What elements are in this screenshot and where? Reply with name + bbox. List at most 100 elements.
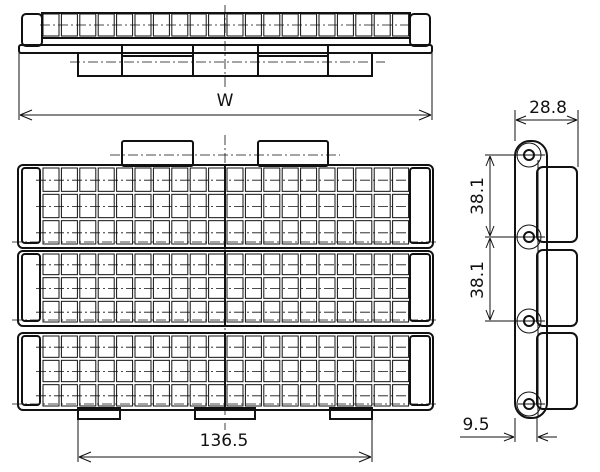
grid-cell [244, 359, 262, 383]
grid-cell [318, 193, 336, 219]
grid-cell [152, 277, 170, 299]
grid-cell [79, 359, 97, 383]
offset-label: 9.5 [462, 415, 489, 435]
grid-cell [336, 167, 354, 192]
grid-cell [189, 277, 207, 299]
grid-cell [281, 253, 299, 276]
grid-cell [189, 300, 207, 323]
grid-cell [263, 384, 281, 407]
grid-cell [60, 253, 78, 276]
module-right-edge [409, 335, 431, 406]
grid-cell [171, 167, 189, 192]
grid-cell [336, 384, 354, 407]
grid-cell [189, 193, 207, 219]
module-left-edge [21, 253, 41, 322]
pitch-dimension-arrows [485, 154, 529, 322]
grid-cell [318, 220, 336, 245]
grid-cell [281, 300, 299, 323]
grid-cell [318, 359, 336, 383]
grid-cell [208, 277, 226, 299]
grid-cell [336, 220, 354, 245]
grid-cell [300, 335, 318, 358]
grid-cell [79, 253, 97, 276]
grid-cell [226, 277, 244, 299]
grid-cell [373, 220, 391, 245]
grid-cell [208, 220, 226, 245]
pitch-label-1: 38.1 [468, 177, 488, 215]
grid-cell [244, 277, 262, 299]
grid-cell [226, 167, 244, 192]
grid-cell [318, 277, 336, 299]
grid-cell [152, 193, 170, 219]
grid-cell [152, 335, 170, 358]
grid-cell [226, 220, 244, 245]
grid-cell [336, 335, 354, 358]
grid-cell [244, 167, 262, 192]
grid-cell [79, 167, 97, 192]
grid-cell [355, 193, 373, 219]
module-left-edge [21, 335, 41, 406]
grid-cell [97, 277, 115, 299]
grid-cell [97, 335, 115, 358]
pitch-label-2: 38.1 [468, 261, 488, 299]
grid-cell [189, 335, 207, 358]
grid-cell [373, 384, 391, 407]
grid-cell [134, 277, 152, 299]
grid-cell [152, 359, 170, 383]
grid-cell [373, 359, 391, 383]
side-view: 28.838.138.19.5 [460, 98, 579, 442]
top-view-hinge [77, 45, 373, 77]
grid-cell [134, 359, 152, 383]
grid-cell [116, 359, 134, 383]
module-right-edge [409, 253, 431, 322]
grid-cell [226, 193, 244, 219]
module-right-edge [409, 167, 431, 244]
bottom-tab [77, 407, 121, 420]
top-tab [121, 140, 194, 167]
grid-cell [355, 300, 373, 323]
grid-cell [373, 253, 391, 276]
grid-cell [42, 253, 60, 276]
grid-cell [263, 193, 281, 219]
top-view-left-edge [21, 13, 43, 47]
grid-cell [336, 193, 354, 219]
grid-cell [42, 300, 60, 323]
grid-cell [318, 335, 336, 358]
grid-cell [336, 253, 354, 276]
grid-cell [373, 335, 391, 358]
grid-cell [152, 253, 170, 276]
grid-cell [300, 253, 318, 276]
width-label: W [217, 91, 234, 111]
grid-cell [226, 253, 244, 276]
grid-cell [281, 359, 299, 383]
grid-cell [97, 220, 115, 245]
grid-cell [208, 300, 226, 323]
top-view-rail [18, 44, 433, 54]
grid-cell [60, 167, 78, 192]
grid-cell [79, 335, 97, 358]
grid-cell [134, 384, 152, 407]
grid-cell [97, 193, 115, 219]
grid-cell [281, 193, 299, 219]
grid-cell [263, 220, 281, 245]
grid-cell [208, 193, 226, 219]
grid-cell [79, 300, 97, 323]
grid-cell [97, 300, 115, 323]
grid-cell [42, 193, 60, 219]
top-tab [257, 140, 329, 167]
grid-cell [355, 359, 373, 383]
grid-cell [60, 300, 78, 323]
grid-cell [79, 193, 97, 219]
grid-cell [189, 253, 207, 276]
module-left-edge [21, 167, 41, 244]
grid-cell [42, 359, 60, 383]
grid-cell [189, 220, 207, 245]
grid-cell [226, 300, 244, 323]
grid-cell [355, 384, 373, 407]
plan-view: 136.5 [12, 135, 438, 463]
top-view-grid [41, 12, 411, 39]
grid-cell [300, 193, 318, 219]
grid-cell [60, 335, 78, 358]
grid-cell [318, 384, 336, 407]
